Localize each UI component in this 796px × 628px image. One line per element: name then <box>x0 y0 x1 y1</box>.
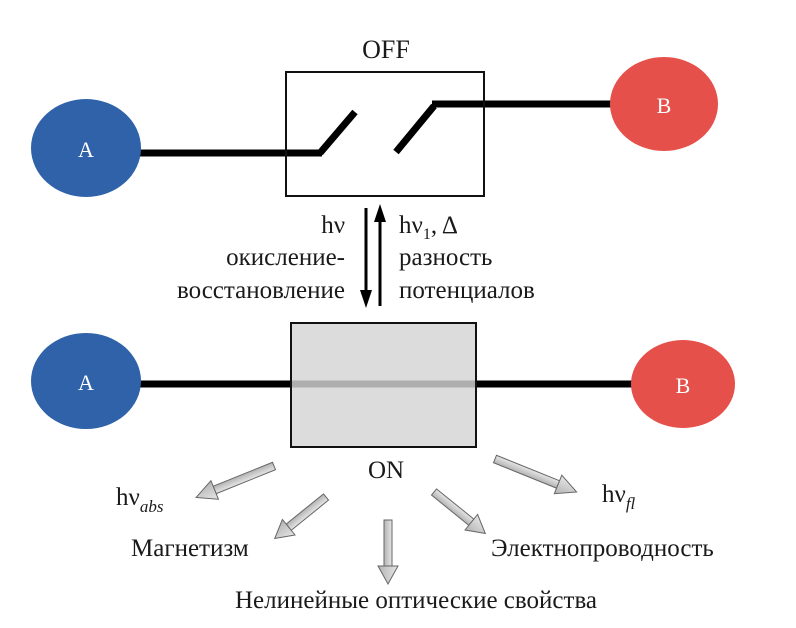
off-node-a <box>31 99 141 197</box>
on-node-b <box>631 340 735 428</box>
off-state: OFF A B <box>31 35 718 197</box>
forward-label-reduction: восстановление <box>177 277 345 304</box>
output-conductivity-label: Электнопроводность <box>491 535 714 562</box>
transition-arrows <box>360 204 386 308</box>
off-switch-contact-left <box>317 109 358 156</box>
on-state: A B ON <box>31 322 735 484</box>
backward-label-difference: разность <box>399 244 492 271</box>
off-switch-box <box>285 71 485 197</box>
on-node-b-label: B <box>676 373 691 398</box>
on-switch-box <box>290 322 477 448</box>
output-arrow-nonlinear-optics <box>377 519 399 586</box>
off-node-b-label: B <box>657 93 672 118</box>
on-label: ON <box>368 457 404 484</box>
backward-arrow-head <box>374 204 386 222</box>
output-arrow-magnetism <box>273 493 330 540</box>
output-nonlinear-optics-label: Нелинейные оптические свойства <box>235 587 597 614</box>
backward-label-hv1: hν1, Δ <box>399 212 458 243</box>
off-node-b <box>610 57 718 151</box>
on-node-a-label: A <box>78 370 94 395</box>
output-arrow-fluorescence <box>492 454 578 495</box>
forward-label-hv: hν <box>321 212 345 239</box>
off-node-a-label: A <box>78 137 94 162</box>
off-switch-contact-right <box>393 103 437 155</box>
output-arrow-conductivity <box>430 488 487 535</box>
output-arrow-absorption <box>195 461 277 500</box>
output-absorption-label: hνabs <box>116 484 164 516</box>
output-magnetism-label: Магнетизм <box>131 535 249 562</box>
off-label: OFF <box>362 35 410 64</box>
forward-arrow-head <box>360 290 372 308</box>
output-fluorescence-label: hνfl <box>602 481 636 513</box>
on-node-a <box>31 333 141 429</box>
forward-label-oxidation: окисление- <box>226 244 345 271</box>
backward-label-potentials: потенциалов <box>399 277 535 304</box>
